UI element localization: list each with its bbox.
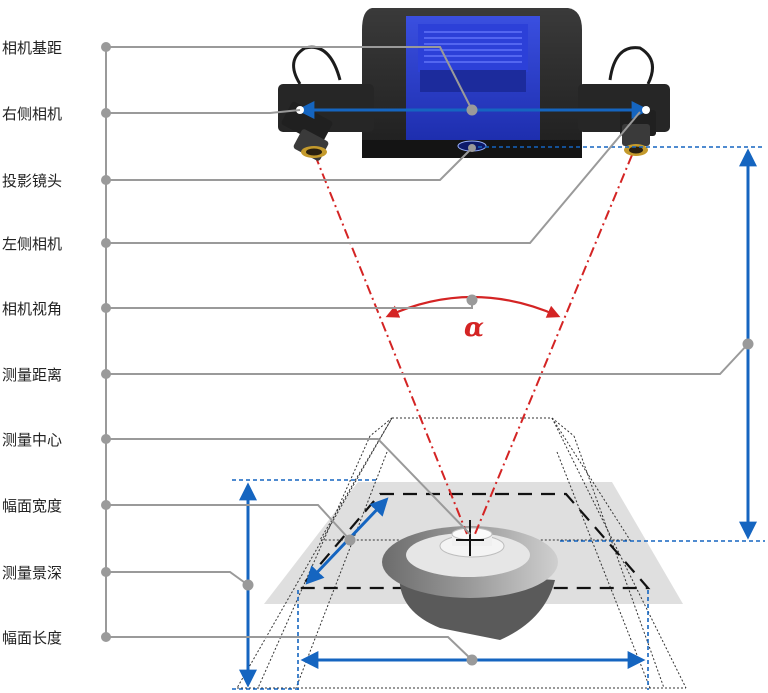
leader-lines — [105, 46, 749, 661]
label-field-length: 幅面长度 — [2, 629, 62, 647]
label-measuring-distance: 测量距离 — [2, 366, 62, 384]
label-left-camera: 左侧相机 — [2, 235, 62, 253]
scanner-device — [278, 8, 670, 161]
view-angle-symbol: α — [464, 313, 484, 343]
label-camera-view-angle: 相机视角 — [2, 300, 62, 318]
label-projector-lens: 投影镜头 — [2, 172, 62, 190]
label-right-camera: 右侧相机 — [2, 105, 62, 123]
camera-rays — [314, 154, 633, 535]
leader-dots — [101, 42, 754, 666]
label-field-width: 幅面宽度 — [2, 497, 62, 515]
specimen — [382, 520, 558, 640]
label-measuring-center: 测量中心 — [2, 431, 62, 449]
label-list: 相机基距 右侧相机 投影镜头 左侧相机 相机视角 测量距离 测量中心 幅面宽度 … — [2, 39, 62, 647]
label-camera-baseline: 相机基距 — [2, 39, 62, 57]
label-depth-of-field: 测量景深 — [2, 564, 62, 582]
right-side-camera-body — [620, 110, 656, 156]
left-side-camera-body — [281, 101, 333, 161]
